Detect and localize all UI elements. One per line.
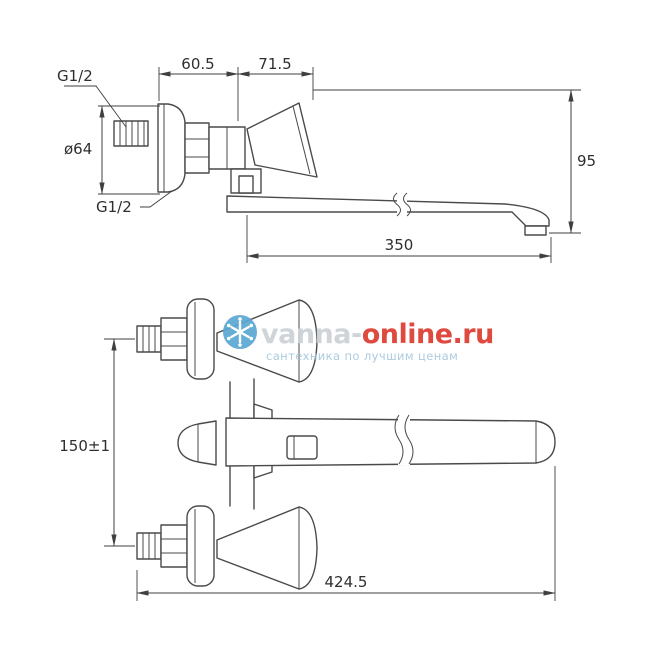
break-line: [403, 192, 411, 217]
spout-front: [225, 414, 556, 467]
dim-71-5: 71.5: [237, 55, 314, 77]
break-line: [404, 414, 414, 465]
watermark-brand: vanna-online.ru: [261, 319, 494, 350]
hex-nut: [160, 524, 188, 568]
aerator: [524, 225, 547, 236]
thread-nipple: [113, 120, 149, 147]
dim-95: 95: [313, 89, 596, 234]
watermark-brand-suffix: online.ru: [362, 319, 494, 350]
bottom-inlet: [136, 505, 318, 590]
watermark-brand-prefix: vanna-: [261, 319, 362, 350]
dim-60-5-label: 60.5: [181, 55, 214, 73]
break-line: [393, 192, 401, 217]
valve-body-side: [208, 126, 246, 170]
dim-350-label: 350: [385, 236, 414, 254]
spout-side: [226, 192, 550, 236]
dim-95-label: 95: [577, 152, 596, 170]
watermark: vanna-online.ru сантехника по лучшим цен…: [223, 315, 494, 363]
dim-424-5: 424.5: [136, 466, 556, 601]
escutcheon-side: [157, 103, 186, 193]
dim-150-label: 150±1: [59, 437, 110, 455]
break-gap: [398, 416, 410, 465]
top-inlet: [136, 298, 318, 383]
dim-350: 350: [246, 215, 552, 263]
escutcheon: [186, 298, 215, 380]
leader-thread-top: [64, 85, 127, 128]
dim-diameter-label: ø64: [64, 140, 92, 158]
side-view: G1/2 G1/2 ø64 60.5 71.5 95: [57, 55, 596, 263]
thread-label-bottom: G1/2: [96, 198, 132, 216]
dim-71-5-label: 71.5: [258, 55, 291, 73]
break-gap: [397, 192, 407, 217]
escutcheon: [186, 505, 215, 587]
leader-thread-bottom: [140, 190, 173, 208]
handle-cone: [216, 299, 318, 383]
hex-nut: [160, 317, 188, 361]
diverter-block-side: [230, 168, 262, 194]
thread-label-top: G1/2: [57, 67, 93, 85]
watermark-tagline: сантехника по лучшим ценам: [266, 349, 458, 363]
spout-nut: [177, 420, 217, 466]
watermark-logo-icon: [223, 315, 257, 349]
hex-nut-side: [184, 122, 210, 174]
front-view: 150±1 424.5: [59, 298, 556, 601]
handle-cone-side: [246, 102, 318, 178]
dim-diameter-64: ø64: [64, 105, 160, 195]
handle-cone: [216, 506, 318, 590]
thread-lines: [119, 121, 145, 146]
dim-424-5-label: 424.5: [325, 573, 368, 591]
break-line: [394, 414, 404, 465]
dim-150: 150±1: [59, 338, 135, 547]
diverter-clip: [286, 435, 318, 460]
